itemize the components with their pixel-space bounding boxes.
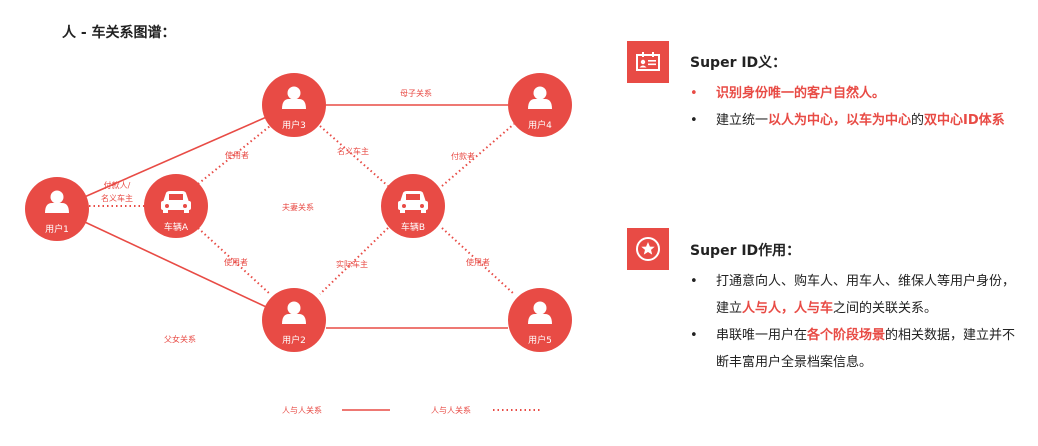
edge-vehA-user2: [197, 227, 271, 295]
bullet-dot: •: [690, 113, 698, 128]
node-label-user2: 用户2: [282, 334, 306, 346]
function-list: • 打通意向人、购车人、用车人、维保人等用户身份，建立人与人，人与车之间的关联关…: [690, 268, 1025, 376]
star-badge-icon: [627, 228, 669, 270]
node-vehicle-b: 车辆B: [381, 174, 445, 238]
node-user1: 用户1: [25, 177, 89, 241]
definition-title: Super ID义：: [690, 55, 787, 71]
function-item-2-highlight: 各个阶段场景: [807, 328, 886, 343]
edge-label-spouse: 夫妻关系: [282, 202, 314, 212]
node-user2: 用户2: [262, 288, 326, 352]
node-label-vehicle-b: 车辆B: [401, 221, 425, 233]
node-label-user1: 用户1: [45, 223, 69, 235]
edge-user3-vehB: [319, 125, 389, 187]
definition-item-2-text-2: 的: [911, 113, 925, 128]
definition-list: • 识别身份唯一的客户自然人。 • 建立统一以人为中心，以车为中心的双中心ID体…: [690, 80, 1020, 134]
edge-label-user-b-bottom: 使用者: [466, 257, 490, 267]
edge-label-user-a-top: 使用者: [225, 150, 249, 160]
edge-label-nominal-owner: 名义车主: [337, 146, 369, 156]
edge-vehA-user3: [197, 125, 271, 185]
edge-label-father-daughter: 父女关系: [164, 334, 196, 344]
edge-label-payer-owner-2: 名义车主: [101, 193, 133, 203]
legend: 人与人关系 人与人关系: [282, 405, 540, 415]
definition-item-1: 识别身份唯一的客户自然人。: [716, 86, 886, 101]
edge-label-payer-owner-1: 付款人/: [104, 180, 131, 190]
definition-item-2-highlight-2: 双中心ID体系: [924, 113, 1005, 128]
edge-user1-user2: [56, 208, 295, 321]
bullet-dot: •: [690, 274, 698, 289]
node-user5: 用户5: [508, 288, 572, 352]
node-vehicle-a: 车辆A: [144, 174, 208, 238]
node-label-user5: 用户5: [528, 334, 552, 346]
edge-label-user-a-bottom: 使用者: [224, 257, 248, 267]
node-label-user3: 用户3: [282, 119, 306, 131]
definition-item-2-highlight: 以人为中心，以车为中心: [768, 113, 912, 128]
function-item-2-text-2: 的相关数据，建立并不断丰富用户全景档案信息。: [716, 328, 1016, 370]
edge-label-mother-child: 母子关系: [400, 88, 432, 98]
list-item: • 建立统一以人为中心，以车为中心的双中心ID体系: [690, 107, 1020, 134]
list-item: • 打通意向人、购车人、用车人、维保人等用户身份，建立人与人，人与车之间的关联关…: [690, 268, 1025, 322]
list-item: • 串联唯一用户在各个阶段场景的相关数据，建立并不断丰富用户全景档案信息。: [690, 322, 1025, 376]
edge-user1-user3: [56, 104, 295, 210]
node-label-user4: 用户4: [528, 119, 552, 131]
function-item-1-text: 打通意向人、购车人、用车人、维保人等用户身份，建立: [716, 274, 1016, 316]
legend-solid-label: 人与人关系: [282, 405, 322, 415]
node-label-vehicle-a: 车辆A: [164, 221, 189, 233]
function-item-1-highlight: 人与人，人与车: [742, 301, 834, 316]
relationship-graph: 母子关系 付款人/ 名义车主 使用者 名义车主 付款者 夫妻关系 使用者 实际车…: [25, 73, 572, 415]
node-user3: 用户3: [262, 73, 326, 137]
definition-item-2-text: 建立统一: [716, 113, 769, 128]
function-item-2-text: 串联唯一用户在: [716, 328, 808, 343]
bullet-dot: •: [690, 328, 698, 343]
bullet-dot: •: [690, 86, 698, 101]
node-user4: 用户4: [508, 73, 572, 137]
function-title: Super ID作用：: [690, 243, 801, 259]
id-card-icon: [627, 41, 669, 83]
edge-label-actual-owner: 实际车主: [336, 259, 368, 269]
edge-label-payer: 付款者: [451, 151, 475, 161]
diagram-title: 人 - 车关系图谱：: [62, 25, 176, 41]
function-item-1-text-2: 之间的关联关系。: [833, 301, 938, 316]
legend-dotted-label: 人与人关系: [431, 405, 471, 415]
edge-vehB-user5: [441, 227, 515, 295]
list-item: • 识别身份唯一的客户自然人。: [690, 80, 1020, 107]
